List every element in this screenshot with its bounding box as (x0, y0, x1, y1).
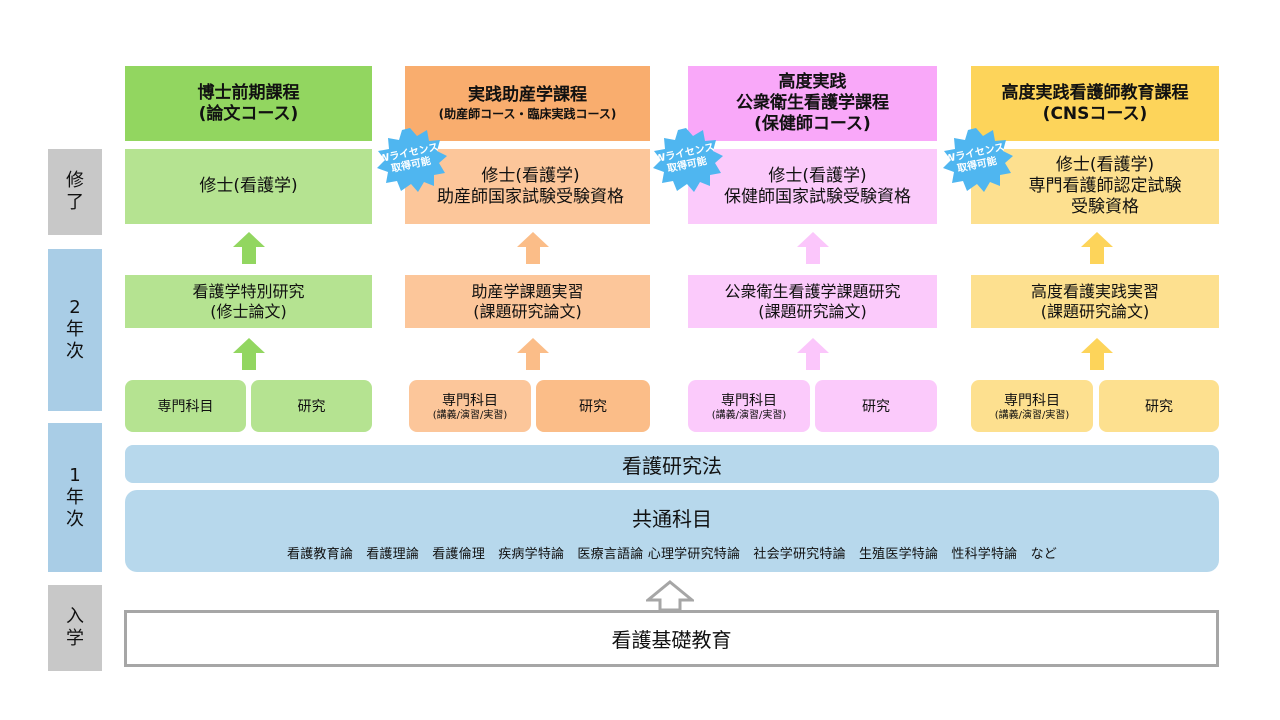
research-box-cns: 高度看護実践実習 (課題研究論文) (971, 275, 1219, 328)
foundation-label: 看護基礎教育 (611, 628, 732, 652)
starburst-badge-icon (653, 128, 723, 192)
degree-box-midwifery: 修士(看護学) 助産師国家試験受験資格 (405, 149, 650, 224)
research-method-band: 看護研究法 (125, 445, 1219, 483)
side-char: 入 (66, 606, 84, 627)
degree-line: 修士(看護学) (768, 165, 867, 186)
side-label-completion: 修 了 (48, 149, 102, 235)
side-char: 2 (69, 297, 81, 318)
course-subtitle: (CNSコース) (1042, 103, 1148, 124)
degree-line: 修士(看護学) (1055, 155, 1155, 175)
research-box-public-health: 公衆衛生看護学課題研究 (課題研究論文) (688, 275, 937, 328)
degree-line: 助産師国家試験受験資格 (437, 186, 624, 207)
subject-label: 専門科目 (721, 393, 777, 409)
course-title: 博士前期課程 (197, 82, 300, 103)
up-arrow-icon (797, 232, 829, 264)
band-title: 共通科目 (632, 506, 712, 531)
side-char: 修 (66, 170, 84, 191)
research-line: (修士論文) (210, 301, 287, 321)
starburst-badge-icon (377, 128, 447, 192)
research-line: (課題研究論文) (1040, 301, 1150, 321)
side-char: 年 (66, 319, 84, 340)
subject-label: 研究 (297, 399, 326, 415)
subject-box-specialized: 専門科目 (講義/演習/実習) (409, 380, 531, 432)
subject-box-specialized: 専門科目 (講義/演習/実習) (971, 380, 1093, 432)
w-license-badge: Wライセンス 取得可能 (644, 118, 728, 202)
side-char: 次 (66, 508, 84, 530)
side-char: 学 (66, 628, 84, 649)
research-line: 高度看護実践実習 (1030, 281, 1159, 301)
common-subjects-title: 共通科目 (125, 504, 1219, 531)
subject-box-specialized: 専門科目 (125, 380, 246, 432)
degree-box-public-health: 修士(看護学) 保健師国家試験受験資格 (688, 149, 937, 224)
subject-box-specialized: 専門科目 (講義/演習/実習) (688, 380, 810, 432)
outline-up-arrow-icon (646, 580, 694, 612)
course-subtitle: (助産師コース・臨床実践コース) (438, 107, 617, 121)
course-header-cns: 高度実践看護師教育課程 (CNSコース) (971, 66, 1219, 141)
subject-label: 専門科目 (157, 399, 214, 415)
subject-box-research: 研究 (1099, 380, 1219, 432)
course-title: 公衆衛生看護学課程 (736, 93, 889, 113)
band-title: 看護研究法 (622, 453, 722, 478)
up-arrow-icon (1081, 338, 1113, 370)
degree-line: 保健師国家試験受験資格 (724, 186, 911, 207)
subject-sublabel: (講義/演習/実習) (711, 410, 787, 421)
research-line: (課題研究論文) (473, 301, 582, 321)
up-arrow-icon (233, 232, 265, 264)
research-line: 公衆衛生看護学課題研究 (724, 281, 901, 301)
common-subjects-band: 共通科目 看護教育論 看護理論 看護倫理 疾病学特論 医療言語論 心理学研究特論… (125, 490, 1219, 572)
subject-box-research: 研究 (251, 380, 372, 432)
research-line: 助産学課題実習 (471, 281, 584, 301)
research-box-thesis: 看護学特別研究 (修士論文) (125, 275, 372, 328)
side-char: 次 (66, 341, 84, 362)
course-header-midwifery: 実践助産学課程 (助産師コース・臨床実践コース) (405, 66, 650, 141)
up-arrow-icon (1081, 232, 1113, 264)
degree-line: 専門看護師認定試験 (1028, 176, 1182, 196)
subject-label: 研究 (862, 399, 890, 415)
degree-line: 修士(看護学) (481, 165, 580, 186)
side-char: 1 (69, 464, 81, 486)
subject-label: 専門科目 (1004, 393, 1060, 409)
subject-box-research: 研究 (536, 380, 650, 432)
common-subjects-list: 看護教育論 看護理論 看護倫理 疾病学特論 医療言語論 心理学研究特論 社会学研… (125, 542, 1219, 562)
course-title: 実践助産学課程 (468, 85, 587, 105)
course-title: 高度実践看護師教育課程 (1001, 82, 1189, 103)
side-char: 了 (66, 192, 84, 213)
up-arrow-icon (797, 338, 829, 370)
subject-list-text: 看護教育論 看護理論 看護倫理 疾病学特論 医療言語論 心理学研究特論 社会学研… (287, 546, 1057, 562)
degree-box-cns: 修士(看護学) 専門看護師認定試験 受験資格 (971, 149, 1219, 224)
course-subtitle: (論文コース) (198, 103, 299, 124)
course-header-public-health: 高度実践 公衆衛生看護学課程 (保健師コース) (688, 66, 937, 141)
subject-box-research: 研究 (815, 380, 937, 432)
subject-label: 研究 (579, 399, 607, 415)
degree-line: 修士(看護学) (199, 176, 298, 196)
foundation-box: 看護基礎教育 (124, 610, 1219, 667)
degree-box-thesis: 修士(看護学) (125, 149, 372, 224)
degree-line: 受験資格 (1071, 197, 1139, 217)
starburst-badge-icon (943, 128, 1013, 192)
subject-label: 研究 (1145, 399, 1173, 415)
subject-label: 専門科目 (442, 393, 498, 409)
research-box-midwifery: 助産学課題実習 (課題研究論文) (405, 275, 650, 328)
subject-sublabel: (講義/演習/実習) (432, 410, 508, 421)
w-license-badge: Wライセンス 取得可能 (368, 118, 452, 202)
up-arrow-icon (233, 338, 265, 370)
research-line: (課題研究論文) (758, 301, 867, 321)
side-label-year1: 1 年 次 (48, 423, 102, 572)
up-arrow-icon (517, 232, 549, 264)
side-char: 年 (66, 486, 84, 508)
course-header-thesis: 博士前期課程 (論文コース) (125, 66, 372, 141)
up-arrow-icon (517, 338, 549, 370)
w-license-badge: Wライセンス 取得可能 (934, 118, 1018, 202)
subject-sublabel: (講義/演習/実習) (994, 410, 1070, 421)
research-line: 看護学特別研究 (192, 281, 305, 301)
side-label-admission: 入 学 (48, 585, 102, 671)
course-subtitle: (保健師コース) (754, 114, 871, 134)
side-label-year2: 2 年 次 (48, 249, 102, 411)
course-title: 高度実践 (778, 72, 847, 92)
